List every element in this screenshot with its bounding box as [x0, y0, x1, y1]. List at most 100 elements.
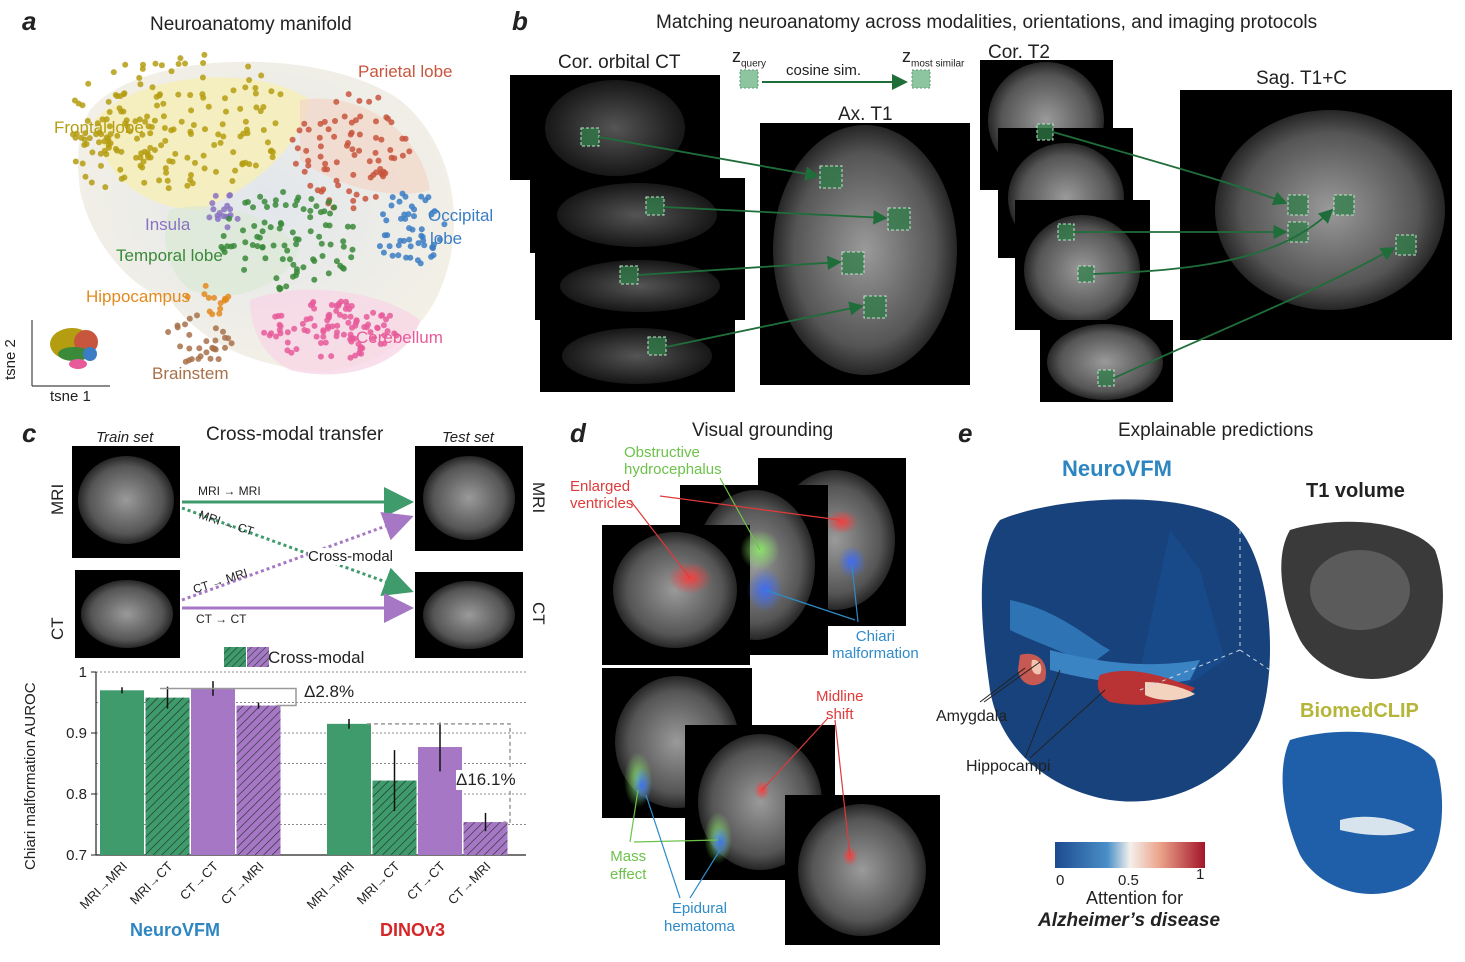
scatter-point: [331, 133, 338, 140]
scatter-point: [102, 184, 109, 191]
scatter-point: [164, 177, 171, 184]
scatter-point: [251, 223, 258, 229]
scatter-point: [340, 238, 347, 245]
scatter-point: [134, 135, 140, 142]
scatter-point: [254, 243, 261, 250]
bar: [191, 688, 235, 855]
tsne1-label: tsne 1: [50, 388, 91, 405]
panel-c-graphics: [72, 446, 523, 658]
scatter-point: [89, 149, 96, 156]
scatter-point: [222, 334, 228, 341]
scatter-point: [82, 130, 89, 137]
scatter-point: [411, 213, 417, 220]
scatter-point: [207, 355, 214, 362]
scatter-point: [199, 74, 206, 81]
scatter-point: [205, 103, 212, 110]
scatter-point: [334, 322, 341, 329]
arrow-mri-mri: MRI → MRI: [198, 484, 261, 498]
scatter-point: [305, 157, 312, 164]
scatter-point: [341, 113, 348, 120]
scatter-point: [230, 87, 237, 94]
scatter-point: [382, 170, 389, 177]
scatter-point: [326, 314, 332, 321]
scatter-point: [395, 252, 402, 259]
scatter-point: [239, 160, 246, 167]
scatter-point: [245, 63, 252, 70]
scatter-point: [328, 353, 335, 360]
panel-e-graphics: [979, 499, 1443, 894]
scatter-point: [205, 294, 212, 301]
scatter-point: [224, 243, 231, 250]
scatter-point: [348, 119, 355, 126]
scatter-point: [383, 217, 390, 224]
scatter-point: [345, 91, 352, 98]
scatter-point: [421, 242, 428, 249]
scatter-point: [307, 207, 314, 214]
scatter-point: [85, 80, 92, 87]
scatter-point: [395, 242, 402, 249]
scatter-point: [313, 203, 320, 210]
scatter-point: [381, 332, 388, 339]
scatter-point: [162, 137, 169, 144]
scatter-point: [318, 188, 325, 195]
scatter-point: [415, 240, 422, 247]
scatter-point: [402, 193, 409, 200]
scatter-point: [81, 136, 88, 143]
scatter-point: [127, 128, 133, 135]
chart-ylabel: Chiari malformation AUROC: [22, 682, 39, 870]
scatter-point: [295, 236, 302, 243]
scatter-point: [325, 323, 331, 330]
scatter-point: [406, 236, 413, 243]
scatter-point: [381, 232, 388, 239]
scatter-point: [307, 214, 314, 221]
scatter-point: [340, 243, 347, 250]
scatter-point: [241, 266, 248, 273]
scatter-point: [425, 194, 432, 201]
tsne2-label: tsne 2: [2, 339, 19, 380]
bar-hatch: [236, 705, 281, 855]
y-tick-label: 0.7: [66, 847, 87, 864]
tsne-axes: [31, 320, 110, 387]
scatter-point: [203, 349, 210, 356]
scatter-point: [142, 118, 149, 125]
label-hippocampi: Hippocampi: [966, 758, 1051, 775]
scatter-point: [257, 193, 264, 200]
scatter-point: [256, 234, 263, 241]
label-temporal: Temporal lobe: [116, 246, 223, 265]
scatter-point: [374, 325, 381, 332]
scatter-point: [349, 146, 356, 153]
scatter-point: [406, 225, 413, 232]
label-amygdala: Amygdala: [936, 708, 1008, 725]
scatter-point: [418, 226, 425, 233]
scatter-point: [272, 120, 279, 127]
scatter-point: [373, 118, 379, 125]
train-label: Train set: [96, 429, 154, 446]
scatter-point: [372, 193, 379, 200]
scatter-point: [391, 330, 398, 337]
scatter-point: [373, 134, 379, 141]
scatter-point: [211, 294, 218, 301]
scatter-point: [352, 352, 359, 359]
scatter-point: [348, 129, 355, 136]
scatter-point: [349, 324, 355, 331]
scatter-point: [380, 211, 386, 218]
scatter-point: [217, 305, 224, 312]
scatter-point: [166, 158, 173, 164]
scatter-point: [188, 356, 195, 363]
scatter-point: [242, 118, 249, 125]
scatter-point: [387, 147, 394, 153]
scatter-point: [328, 302, 335, 308]
scatter-point: [261, 219, 268, 226]
scatter-point: [273, 333, 280, 340]
scatter-point: [122, 120, 129, 127]
scatter-point: [184, 293, 191, 300]
bar: [327, 723, 371, 855]
scatter-point: [325, 270, 332, 277]
scatter-point: [273, 275, 280, 282]
scatter-point: [375, 94, 382, 101]
scatter-point: [215, 131, 222, 138]
biomedclip-volume: [1282, 731, 1443, 894]
scatter-point: [240, 227, 246, 234]
